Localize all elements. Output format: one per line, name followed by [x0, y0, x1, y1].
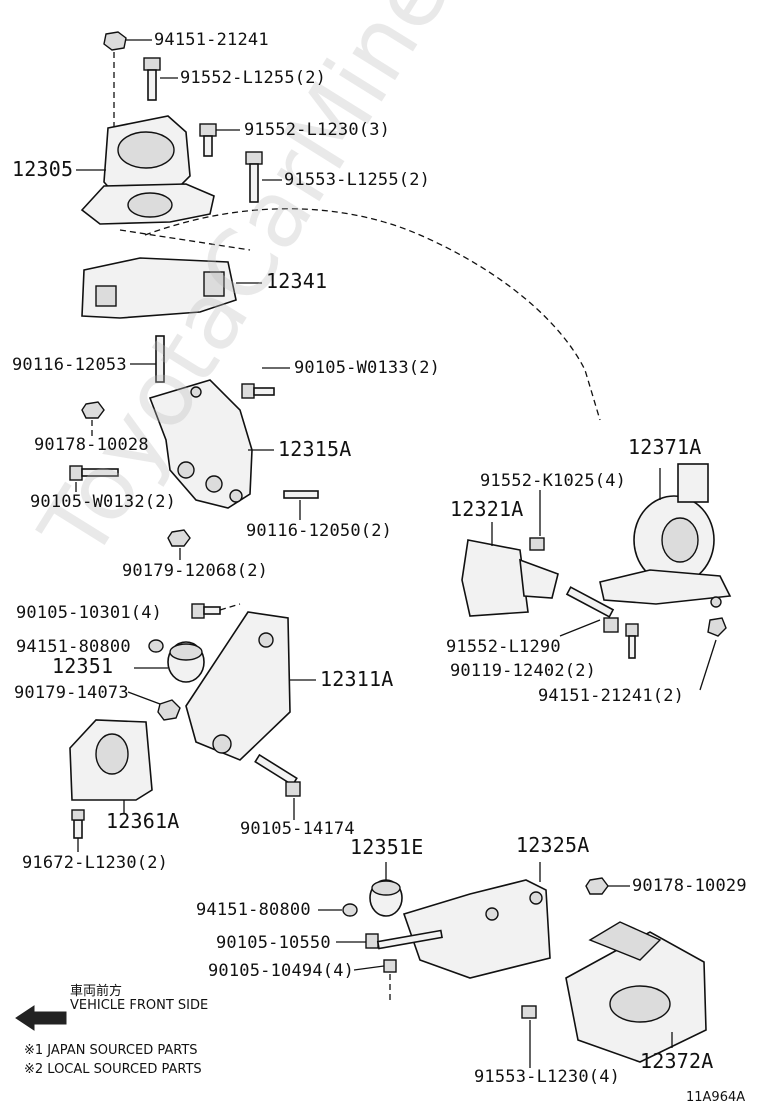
rear-mount-12371A	[599, 463, 732, 608]
bolt-91552-K1025	[529, 537, 545, 551]
label-90105-10494[interactable]: 90105-10494(4)	[208, 961, 355, 981]
bracket-12315A	[148, 379, 253, 509]
label-90119-12402[interactable]: 90119-12402(2)	[450, 661, 597, 681]
label-90116-12053[interactable]: 90116-12053	[12, 355, 127, 375]
label-91552-K1025[interactable]: 91552-K1025(4)	[480, 471, 627, 491]
label-90179-12068[interactable]: 90179-12068(2)	[122, 561, 269, 581]
vehicle-front-arrow-icon	[15, 1005, 67, 1031]
label-12315A[interactable]: 12315A	[278, 437, 352, 461]
label-91672-L1230[interactable]: 91672-L1230(2)	[22, 853, 169, 873]
bolt-90105-W0133	[241, 383, 255, 399]
bolt-90105-10550	[365, 933, 379, 949]
label-91552-L1290[interactable]: 91552-L1290	[446, 637, 561, 657]
label-90105-10550[interactable]: 90105-10550	[216, 933, 331, 953]
label-90116-12050[interactable]: 90116-12050(2)	[246, 521, 393, 541]
label-12351[interactable]: 12351	[52, 654, 114, 678]
nut-94151-21241-top	[103, 31, 127, 51]
label-12311A[interactable]: 12311A	[320, 667, 394, 691]
nut-94151-80800-lower	[342, 903, 358, 917]
nut-90178-10028	[81, 401, 105, 419]
stud-90116-12050	[283, 490, 319, 499]
illustration-code: 11A964A	[686, 1090, 746, 1105]
label-90105-14174[interactable]: 90105-14174	[240, 819, 355, 839]
engine-mount-12305	[80, 115, 215, 225]
bolt-90105-10494	[383, 959, 397, 973]
bolt-91552-L1290	[565, 586, 615, 618]
bolt-90105-W0132	[69, 465, 83, 481]
nut-94151-21241-rear	[707, 617, 727, 637]
bolt-91552-L1255	[143, 57, 161, 71]
label-94151-21241[interactable]: 94151-21241	[154, 30, 269, 50]
label-12341[interactable]: 12341	[266, 269, 328, 293]
nut-90179-12068	[167, 529, 191, 547]
mount-12372A	[565, 921, 707, 1063]
label-12305[interactable]: 12305	[12, 157, 74, 181]
label-12371A[interactable]: 12371A	[628, 435, 702, 459]
note-local-sourced: ※2 LOCAL SOURCED PARTS	[24, 1062, 202, 1077]
nut-90179-14073	[157, 699, 181, 721]
bracket-12341	[81, 257, 237, 319]
note-japan-sourced: ※1 JAPAN SOURCED PARTS	[24, 1043, 198, 1058]
label-90178-10028[interactable]: 90178-10028	[34, 435, 149, 455]
nut-90178-10029	[585, 877, 609, 895]
bolt-90105-14174	[254, 753, 298, 787]
label-90105-W0133[interactable]: 90105-W0133(2)	[294, 358, 441, 378]
bracket-12311A	[185, 611, 291, 761]
label-90105-10301[interactable]: 90105-10301(4)	[16, 603, 163, 623]
bolt-91672-L1230	[73, 819, 83, 839]
label-94151-80800-a[interactable]: 94151-80800	[16, 637, 131, 657]
label-91552-L1255[interactable]: 91552-L1255(2)	[180, 68, 327, 88]
bracket-12325A	[402, 879, 551, 979]
label-12361A[interactable]: 12361A	[106, 809, 180, 833]
cushion-12351	[167, 641, 205, 683]
label-94151-21241-2[interactable]: 94151-21241(2)	[538, 686, 685, 706]
cushion-12351E	[369, 879, 403, 917]
label-12321A[interactable]: 12321A	[450, 497, 524, 521]
label-90105-W0132[interactable]: 90105-W0132(2)	[30, 492, 177, 512]
bolt-90105-10301	[191, 603, 205, 619]
nut-94151-80800-left	[148, 639, 164, 653]
label-12351E[interactable]: 12351E	[350, 835, 424, 859]
bolt-90119-12402	[625, 623, 639, 637]
bracket-12321A	[461, 539, 559, 617]
label-91552-L1230[interactable]: 91552-L1230(3)	[244, 120, 391, 140]
housing-outline	[144, 208, 601, 421]
label-12325A[interactable]: 12325A	[516, 833, 590, 857]
bolt-91553-L1255	[245, 151, 263, 165]
bolt-91552-L1230	[199, 123, 217, 137]
vehicle-front-jp: 車両前方	[70, 984, 123, 999]
label-91553-L1255[interactable]: 91553-L1255(2)	[284, 170, 431, 190]
mount-12361A	[69, 719, 153, 801]
label-90178-10029[interactable]: 90178-10029	[632, 876, 747, 896]
stud-90116-12053	[155, 335, 165, 383]
bolt-91553-L1230	[521, 1005, 537, 1019]
vehicle-front-en: VEHICLE FRONT SIDE	[70, 998, 209, 1013]
label-12372A[interactable]: 12372A	[640, 1049, 714, 1073]
label-90179-14073[interactable]: 90179-14073	[14, 683, 129, 703]
label-91553-L1230[interactable]: 91553-L1230(4)	[474, 1067, 621, 1087]
label-94151-80800-b[interactable]: 94151-80800	[196, 900, 311, 920]
